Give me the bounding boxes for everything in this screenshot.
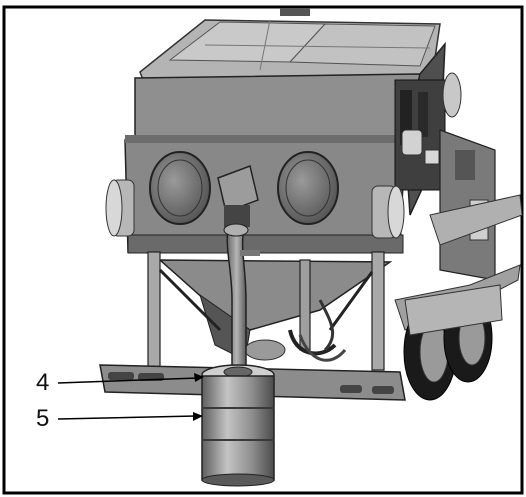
- trailer-wheels: [403, 284, 503, 401]
- glove-port-left: [149, 151, 211, 225]
- side-cylinder-left: [105, 179, 135, 237]
- side-housing: [394, 41, 462, 216]
- support-frame: [147, 251, 385, 371]
- collection-drum: [201, 375, 275, 487]
- control-panel: [429, 129, 523, 281]
- callout-label-5: 5: [36, 405, 50, 432]
- leader-line-5: [57, 415, 197, 420]
- hose-assembly: [288, 299, 347, 362]
- leader-line-4: [57, 377, 199, 384]
- blast-cabinet: [124, 73, 421, 254]
- view-window: [217, 164, 259, 227]
- side-cylinder-right: [371, 185, 405, 239]
- callout-label-4: 4: [36, 369, 50, 396]
- glove-port-right: [277, 151, 339, 225]
- leader-arrow-4: [194, 373, 204, 382]
- intake-pipe: [223, 223, 260, 371]
- leader-arrow-5: [193, 412, 203, 421]
- callout-leaders: [57, 373, 204, 421]
